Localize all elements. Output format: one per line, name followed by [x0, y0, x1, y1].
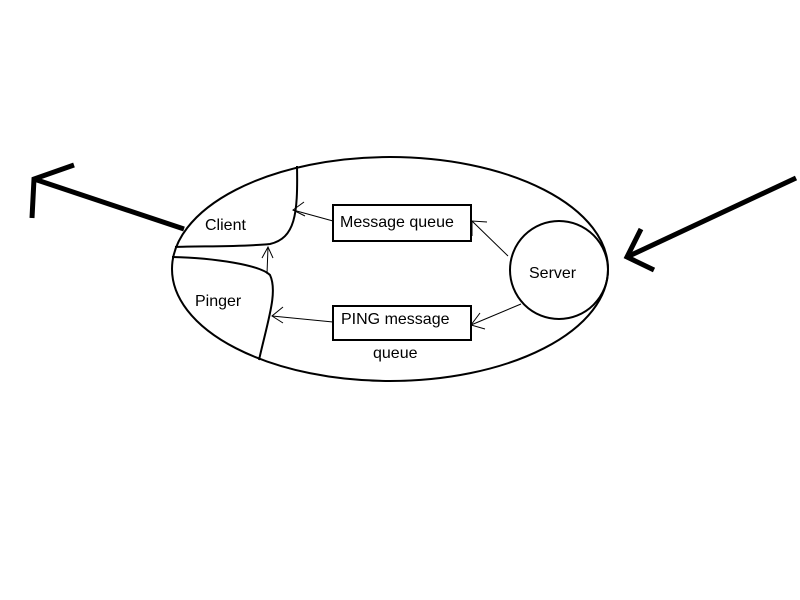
client-label: Client [205, 217, 246, 234]
server-node [509, 220, 609, 320]
ping-queue-label-line1: PING message [341, 311, 450, 328]
arrow-pinger-to-client [261, 245, 274, 275]
outgoing-external-arrow [29, 162, 185, 232]
pinger-label: Pinger [195, 293, 242, 310]
pinger-region-boundary [171, 256, 274, 361]
arrow-server-to-ping-queue [470, 303, 522, 330]
ping-queue-label-line2: queue [373, 345, 418, 362]
arrow-ping-queue-to-pinger [271, 306, 334, 324]
arrow-message-queue-to-client [292, 201, 334, 222]
message-queue-box [332, 204, 472, 242]
server-label: Server [529, 265, 577, 282]
arrow-server-to-message-queue [471, 220, 509, 257]
ping-queue-box [332, 305, 472, 341]
message-queue-label: Message queue [340, 214, 454, 231]
incoming-external-arrow [623, 175, 798, 273]
client-region-boundary [174, 165, 299, 248]
